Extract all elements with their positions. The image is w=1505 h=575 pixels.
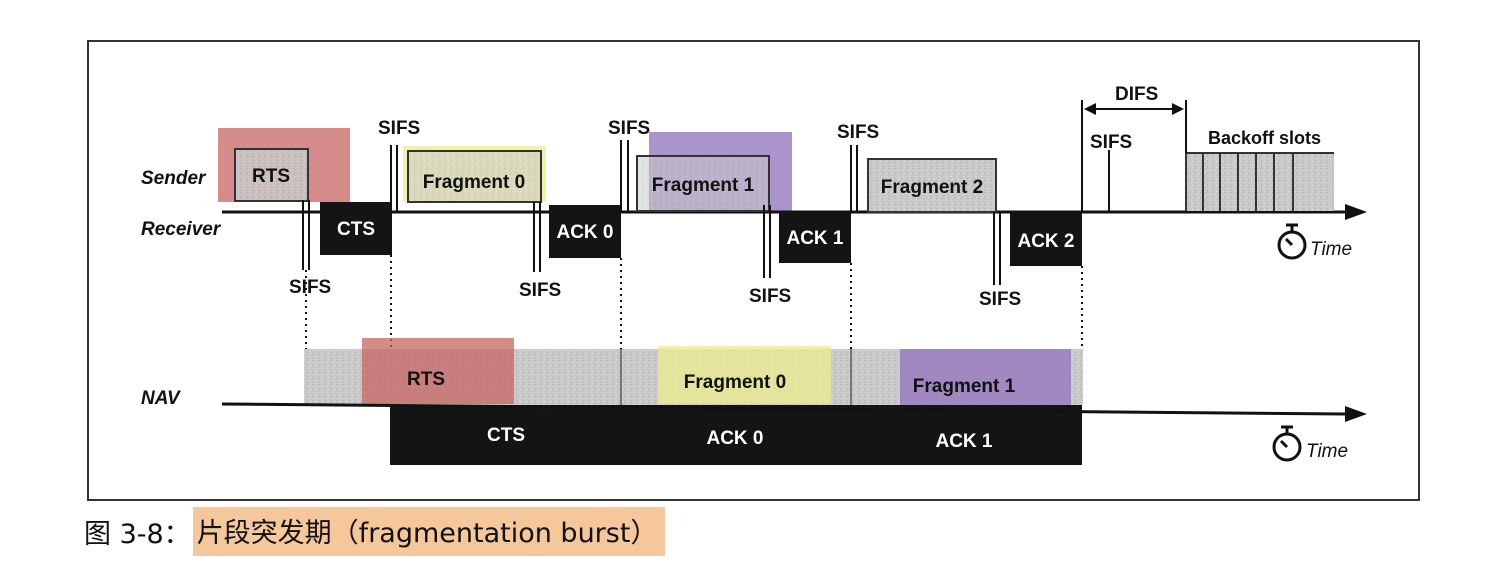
sifs-label: SIFS — [749, 286, 791, 307]
nav-label: NAV — [141, 388, 181, 409]
difs-label: DIFS — [1115, 84, 1158, 105]
highlight-fragment0-nav — [658, 346, 831, 404]
sifs-label: SIFS — [1090, 132, 1132, 153]
frame-label-cts: CTS — [337, 219, 375, 240]
receiver-frame-ack2 — [1010, 213, 1082, 266]
nav-black-band — [390, 405, 1082, 465]
timeline-bottom — [221, 402, 1346, 416]
frame-label-fragment1: Fragment 1 — [652, 175, 755, 196]
nav-label-ack1: ACK 1 — [935, 431, 992, 452]
sender-frame-fragment1 — [636, 155, 770, 212]
sender-frame-fragment0 — [407, 150, 542, 203]
frame-label-fragment0: Fragment 0 — [423, 172, 525, 193]
sifs-label: SIFS — [837, 122, 879, 143]
sender-label: Sender — [141, 168, 207, 189]
timeline-bottom-arrowhead — [1345, 406, 1367, 422]
nav-label-ack0: ACK 0 — [706, 428, 763, 449]
caption-prefix: 图 3-8： — [84, 518, 191, 550]
figure-caption: 图 3-8： 片段突发期（fragmentation burst） — [84, 505, 666, 557]
receiver-frame-cts — [320, 202, 392, 255]
backoff-slots-area — [1186, 153, 1334, 211]
time-label-bottom: Time — [1306, 441, 1348, 462]
nav-label-fragment1: Fragment 1 — [913, 376, 1016, 397]
sifs-label: SIFS — [608, 118, 650, 139]
frame-label-ack2: ACK 2 — [1017, 231, 1074, 252]
backoff-slots-label: Backoff slots — [1208, 128, 1321, 148]
stopwatch-icon — [1272, 425, 1302, 462]
backoff-slot-dividers — [1185, 152, 1334, 211]
nav-label-cts: CTS — [487, 425, 525, 446]
nav-dividers — [620, 349, 852, 405]
sifs-label: SIFS — [979, 289, 1021, 310]
receiver-frame-ack0 — [549, 205, 621, 258]
receiver-frame-ack1 — [779, 212, 851, 263]
timeline-top-arrowhead — [1345, 204, 1367, 220]
frame-label-rts: RTS — [252, 166, 290, 187]
sifs-label: SIFS — [289, 277, 331, 298]
nav-label-rts: RTS — [407, 369, 445, 390]
stopwatch-icon — [1277, 223, 1307, 260]
frame-label-fragment2: Fragment 2 — [881, 177, 983, 198]
highlight-fragment1-nav — [900, 349, 1071, 409]
receiver-label: Receiver — [141, 219, 222, 240]
frame-label-ack0: ACK 0 — [556, 222, 613, 243]
sifs-label: SIFS — [519, 280, 561, 301]
highlight-rts-nav — [362, 338, 514, 404]
difs-arrow — [1084, 103, 1184, 115]
sender-frame-fragment2 — [867, 158, 997, 213]
frame-label-ack1: ACK 1 — [786, 228, 843, 249]
time-label-top: Time — [1310, 239, 1352, 260]
sifs-ticks — [302, 100, 1187, 285]
nav-label-fragment0: Fragment 0 — [684, 372, 786, 393]
sifs-label: SIFS — [378, 118, 420, 139]
caption-highlighted-text: 片段突发期（fragmentation burst） — [192, 506, 666, 556]
sender-frame-rts — [234, 148, 309, 202]
